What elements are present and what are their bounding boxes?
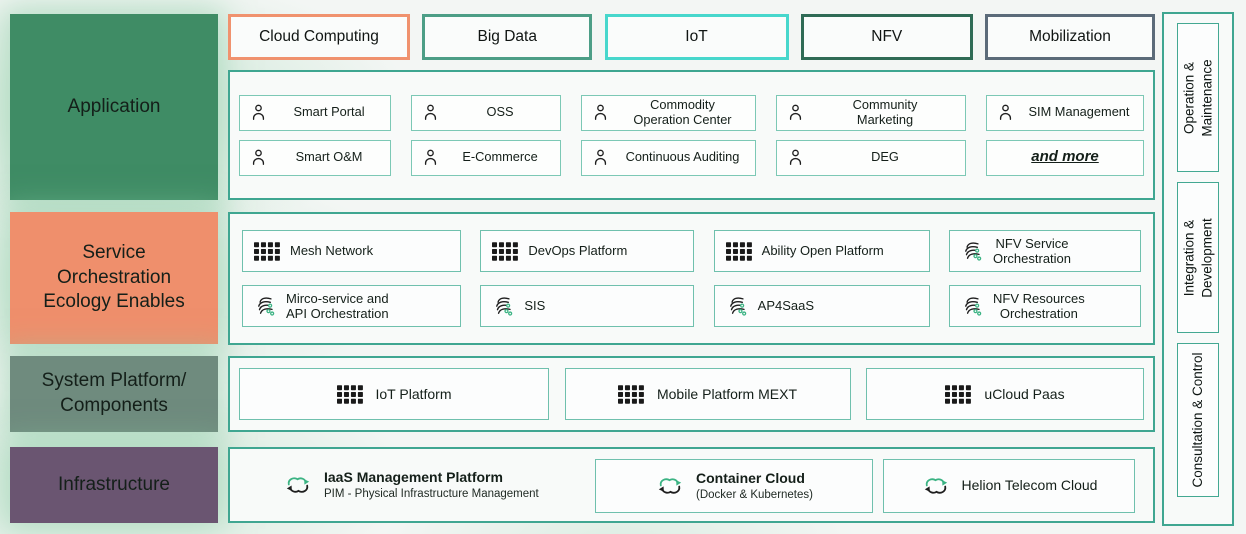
app-item-commodity-operation-center: Commodity Operation Center — [581, 94, 756, 131]
system-item-iot-platform: IoT Platform — [239, 368, 549, 420]
layer-application: Application — [10, 14, 218, 200]
tab-big-data[interactable]: Big Data — [422, 14, 593, 60]
grid-icon — [337, 385, 363, 404]
service-item-mesh-network: Mesh Network — [242, 230, 461, 272]
person-icon — [249, 103, 268, 122]
tabs-row: Cloud Computing Big Data IoT NFV Mobilizatio… — [228, 14, 1155, 60]
grid-icon — [492, 242, 518, 261]
service-item-nfv-service-orchestration: NFV Service Orchestration — [948, 230, 1141, 272]
sidebar-item-integration-development: Integration & Development — [1177, 182, 1219, 333]
system-platform-panel: IoT Platform Mobile Platform MEXT uCloud… — [228, 356, 1155, 432]
app-item-community-marketing: Community Marketing — [776, 94, 966, 131]
person-icon — [421, 148, 440, 167]
infra-item-container-cloud: Container Cloud (Docker & Kubernetes) — [595, 459, 873, 513]
person-icon — [786, 148, 805, 167]
person-icon — [591, 103, 610, 122]
system-item-ucloud-paas: uCloud Paas — [866, 368, 1144, 420]
sidebar-item-label: Operation & Maintenance — [1181, 58, 1214, 137]
app-item-oss: OSS — [411, 94, 561, 131]
tab-label: Mobilization — [1029, 28, 1111, 45]
sidebar-item-label: Consultation & Control — [1190, 352, 1206, 488]
person-icon — [249, 148, 268, 167]
infra-item-helion-telecom-cloud: Helion Telecom Cloud — [883, 459, 1135, 513]
service-item-mirco-service-and-api-orchestration: Mirco-service and API Orchestration — [242, 285, 461, 327]
layer-service: Service Orchestration Ecology Enables — [10, 212, 218, 344]
application-panel: Smart Portal OSS Commodity Operation Cen… — [228, 70, 1155, 200]
tab-label: IoT — [685, 28, 708, 45]
service-item-sis: SIS — [480, 285, 695, 327]
service-item-ap4saas: AP4SaaS — [713, 285, 930, 327]
service-item-ability-open-platform: Ability Open Platform — [713, 230, 930, 272]
app-item-and-more: and more — [986, 139, 1144, 176]
app-item-smart-portal: Smart Portal — [239, 94, 391, 131]
layer-system-platform: System Platform/ Components — [10, 356, 218, 432]
tab-mobilization[interactable]: Mobilization — [985, 14, 1155, 60]
layer-infrastructure: Infrastructure — [10, 447, 218, 523]
app-item-e-commerce: E-Commerce — [411, 139, 561, 176]
orchestration-icon — [492, 295, 514, 317]
orchestration-icon — [726, 295, 748, 317]
app-item-continuous-auditing: Continuous Auditing — [581, 139, 756, 176]
service-item-devops-platform: DevOps Platform — [480, 230, 695, 272]
grid-icon — [254, 242, 280, 261]
sidebar-item-operation-maintenance: Operation & Maintenance — [1177, 23, 1219, 172]
orchestration-icon — [961, 295, 983, 317]
sidebar-item-consultation-control: Consultation & Control — [1177, 343, 1219, 497]
tab-label: NFV — [871, 28, 903, 45]
app-item-smart-o-m: Smart O&M — [239, 139, 391, 176]
cloud-cycle-icon — [921, 475, 951, 497]
infrastructure-panel: IaaS Management Platform PIM - Physical … — [228, 447, 1155, 523]
system-item-mobile-platform-mext: Mobile Platform MEXT — [564, 368, 851, 420]
app-item-deg: DEG — [776, 139, 966, 176]
service-orchestration-panel: Mesh Network DevOps Platform Ability Ope… — [228, 212, 1155, 345]
person-icon — [421, 103, 440, 122]
sidebar-item-label: Integration & Development — [1181, 217, 1214, 298]
tab-iot[interactable]: IoT — [604, 14, 789, 60]
grid-icon — [945, 385, 971, 404]
app-item-sim-management: SIM Management — [986, 94, 1144, 131]
cloud-cycle-icon — [283, 474, 313, 496]
grid-icon — [726, 242, 752, 261]
person-icon — [996, 103, 1015, 122]
tab-cloud-computing[interactable]: Cloud Computing — [228, 14, 410, 60]
tab-label: Cloud Computing — [259, 28, 379, 45]
cloud-cycle-icon — [655, 475, 685, 497]
person-icon — [591, 148, 610, 167]
orchestration-icon — [254, 295, 276, 317]
service-item-nfv-resources-orchestration: NFV Resources Orchestration — [948, 285, 1141, 327]
infra-item-iaas-management-platform: IaaS Management Platform PIM - Physical … — [283, 469, 539, 501]
person-icon — [786, 103, 805, 122]
orchestration-icon — [961, 240, 983, 262]
grid-icon — [618, 385, 644, 404]
tab-nfv[interactable]: NFV — [800, 14, 973, 60]
tab-label: Big Data — [477, 28, 537, 45]
